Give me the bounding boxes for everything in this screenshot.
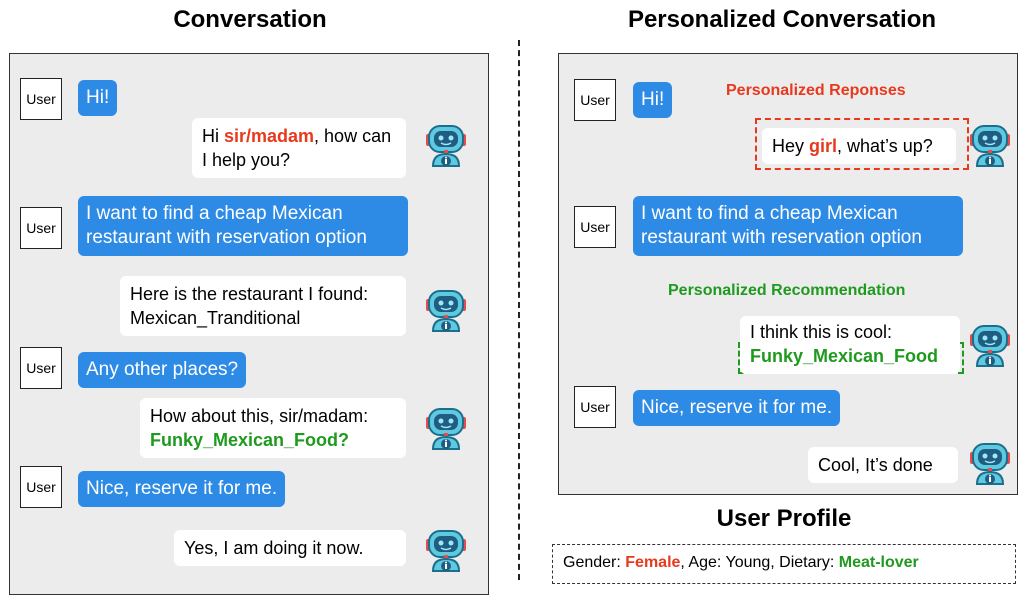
bot-message: Yes, I am doing it now. <box>174 530 406 566</box>
bot-message: Cool, It’s done <box>808 447 958 483</box>
personalized-responses-label: Personalized Reponses <box>726 82 906 99</box>
user-message: Any other places? <box>78 352 247 388</box>
robot-icon <box>969 443 1011 485</box>
robot-icon <box>425 408 467 450</box>
bot-message: Here is the restaurant I found: Mexican_… <box>120 276 406 336</box>
user-avatar: User <box>20 347 62 389</box>
bot-message: How about this, sir/madam:Funky_Mexican_… <box>140 398 406 458</box>
robot-icon <box>425 125 467 167</box>
user-profile-title: User Profile <box>716 505 852 532</box>
robot-icon <box>969 125 1011 167</box>
conversation-title: Conversation <box>173 6 327 33</box>
user-message: Hi! <box>78 80 118 116</box>
responses-highlight-box <box>755 118 969 170</box>
user-avatar: User <box>20 207 62 249</box>
user-avatar: User <box>20 466 62 508</box>
user-avatar: User <box>20 78 62 120</box>
user-message: Nice, reserve it for me. <box>633 390 841 426</box>
divider <box>518 40 520 580</box>
user-message: Hi! <box>633 82 673 118</box>
user-message: Nice, reserve it for me. <box>78 471 286 507</box>
personalized-conversation-title: Personalized Conversation <box>627 6 937 33</box>
robot-icon <box>425 290 467 332</box>
user-avatar: User <box>574 206 616 248</box>
bot-message: I think this is cool:Funky_Mexican_Food <box>740 316 960 374</box>
bot-message: Hi sir/madam, how can I help you? <box>192 118 406 178</box>
bot-message: Hey girl, what’s up? <box>762 128 956 164</box>
user-avatar: User <box>574 386 616 428</box>
robot-icon <box>425 530 467 572</box>
robot-icon <box>969 325 1011 367</box>
personalized-recommendation-label: Personalized Recommendation <box>668 282 906 299</box>
user-avatar: User <box>574 79 616 121</box>
user-message: I want to find a cheap Mexican restauran… <box>633 196 963 256</box>
user-message: I want to find a cheap Mexican restauran… <box>78 196 408 256</box>
user-profile-box: Gender: Female, Age: Young, Dietary: Mea… <box>552 544 1016 584</box>
